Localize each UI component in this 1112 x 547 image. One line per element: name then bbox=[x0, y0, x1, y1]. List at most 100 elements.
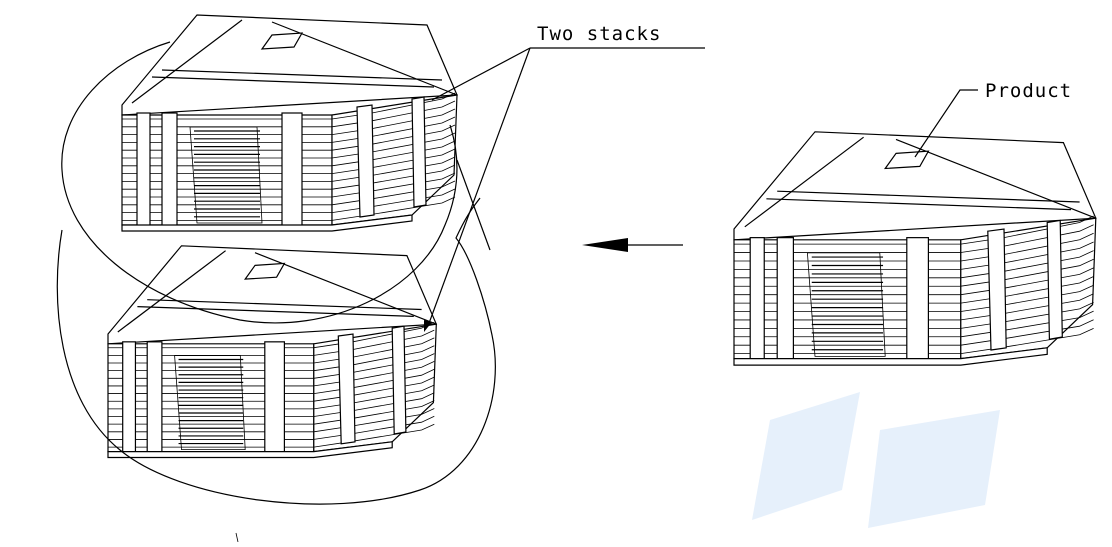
tray-line-side bbox=[313, 408, 435, 433]
stack-side-strap bbox=[337, 333, 356, 445]
stack-base bbox=[733, 347, 1048, 366]
product-label-box bbox=[260, 32, 304, 50]
top-strap bbox=[131, 19, 243, 104]
top-strap bbox=[161, 69, 443, 81]
tray-line-side bbox=[313, 384, 435, 410]
outline-tick bbox=[456, 159, 491, 251]
stack-side-strap bbox=[1046, 219, 1063, 340]
stack-strap bbox=[281, 112, 303, 228]
stack-strap bbox=[146, 341, 163, 455]
stack-strap bbox=[776, 237, 795, 362]
tray-line-side bbox=[960, 302, 1094, 329]
tray-line-side bbox=[331, 116, 456, 143]
tray-line-side bbox=[331, 180, 456, 206]
tray-line-side bbox=[313, 368, 435, 394]
tray-line-side bbox=[331, 172, 456, 198]
tray-line-side bbox=[960, 258, 1094, 287]
tray-line-side bbox=[331, 156, 456, 182]
leader-arrowhead bbox=[424, 320, 432, 332]
top-strap bbox=[147, 299, 422, 311]
stack-strap bbox=[136, 112, 151, 228]
stack-side-face bbox=[313, 323, 437, 453]
product-label-box bbox=[883, 150, 930, 170]
leader-line-product bbox=[914, 89, 978, 158]
stack-side-strap bbox=[411, 96, 427, 208]
tray-line-side bbox=[331, 124, 456, 151]
stack-strap bbox=[122, 341, 137, 455]
tray-line-side bbox=[960, 293, 1094, 321]
stack-handle-block bbox=[189, 126, 263, 224]
tray-line-side bbox=[331, 140, 456, 167]
stack-strap bbox=[906, 237, 929, 362]
tray-line-side bbox=[960, 224, 1094, 253]
tray-line-side bbox=[960, 232, 1094, 262]
label-product: Product bbox=[985, 80, 1072, 102]
tray-line-side bbox=[960, 328, 1094, 354]
tray-line-side bbox=[313, 337, 435, 364]
tray-line-side bbox=[313, 415, 435, 440]
stack-side-strap bbox=[987, 228, 1007, 351]
leader-line-upper bbox=[431, 47, 531, 101]
top-strap bbox=[895, 138, 1097, 219]
top-strap bbox=[137, 306, 414, 317]
tray-line-side bbox=[313, 329, 435, 356]
direction-arrow bbox=[582, 238, 683, 252]
tray-line-side bbox=[331, 188, 456, 213]
tray-line-side bbox=[313, 376, 435, 402]
tray-line-side bbox=[960, 241, 1094, 270]
stack-strap bbox=[749, 237, 765, 362]
lower-stack-outline bbox=[56, 197, 496, 505]
tray-line-side bbox=[960, 267, 1094, 296]
tray-line-side bbox=[331, 100, 456, 128]
leader-line-lower bbox=[427, 47, 531, 327]
tray-line-side bbox=[331, 196, 456, 221]
stack-base bbox=[107, 441, 393, 459]
stack-top-face bbox=[733, 131, 1097, 241]
upper-stack-outline bbox=[61, 41, 458, 324]
tray-line-side bbox=[331, 108, 456, 135]
stack-side-face bbox=[960, 217, 1097, 360]
tray-line-side bbox=[960, 319, 1094, 346]
product-stack bbox=[733, 131, 1097, 366]
tray-line-side bbox=[313, 400, 435, 425]
top-strap bbox=[777, 190, 1080, 203]
stack-side-strap bbox=[356, 104, 375, 218]
stack-top-face bbox=[107, 245, 438, 345]
watermark bbox=[752, 392, 1000, 528]
tray-line-side bbox=[313, 345, 435, 372]
stack-strap bbox=[161, 112, 178, 228]
tray-line-side bbox=[313, 361, 435, 387]
top-strap bbox=[271, 21, 458, 96]
product-label-box bbox=[243, 262, 286, 280]
top-strap bbox=[744, 136, 864, 228]
tray-line-side bbox=[331, 132, 456, 159]
tray-line-side bbox=[331, 92, 456, 120]
tray-line-side bbox=[960, 215, 1094, 245]
stack-top-face bbox=[121, 14, 458, 116]
tray-line-side bbox=[313, 392, 435, 417]
tray-line-side bbox=[313, 423, 435, 448]
stack-base bbox=[121, 214, 413, 232]
tray-line-side bbox=[960, 250, 1094, 279]
top-strap bbox=[766, 198, 1072, 211]
tray-line-side bbox=[960, 284, 1094, 312]
stack-strap bbox=[264, 341, 285, 455]
tray-line-side bbox=[960, 276, 1094, 304]
stack-handle-block bbox=[806, 252, 886, 357]
lower-stack bbox=[107, 245, 438, 459]
tray-line-side bbox=[331, 148, 456, 174]
tray-line-side bbox=[313, 353, 435, 379]
top-strap bbox=[117, 250, 226, 333]
top-strap bbox=[254, 252, 437, 325]
stack-handle-block bbox=[174, 355, 246, 451]
tray-line-side bbox=[960, 310, 1094, 338]
upper-stack bbox=[121, 14, 458, 232]
stack-side-face bbox=[331, 94, 458, 226]
tray-line-side bbox=[331, 164, 456, 190]
top-strap bbox=[151, 76, 435, 88]
bottom-tick bbox=[235, 532, 239, 543]
label-two-stacks: Two stacks bbox=[537, 23, 661, 45]
stack-side-strap bbox=[391, 325, 407, 435]
